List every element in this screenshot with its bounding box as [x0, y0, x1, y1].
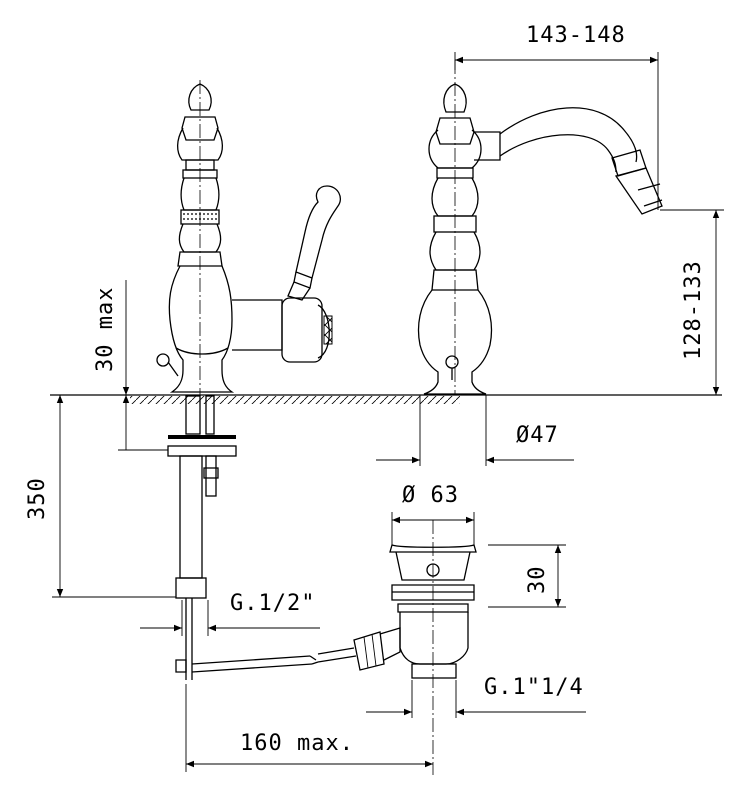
dim-waste-thread-label: G.1"1/4 — [484, 675, 584, 700]
dim-deck-thickness — [118, 280, 168, 451]
mixer-front-view — [156, 80, 333, 395]
dim-inlet-thread-label: G.1/2" — [230, 591, 315, 616]
dim-waste-height — [488, 544, 566, 608]
dim-spout-height — [660, 209, 724, 395]
dim-inlet-thread — [140, 600, 320, 636]
pop-up-rod — [191, 647, 357, 673]
supply-hose-assembly — [167, 395, 237, 680]
pop-up-waste — [353, 520, 477, 775]
countertop — [50, 394, 722, 404]
dim-spout-reach — [454, 52, 659, 210]
dim-rod-length-label: 160 max. — [240, 731, 354, 756]
lever-handle — [287, 185, 342, 301]
dim-base-diameter — [376, 395, 574, 466]
dim-rod-length — [185, 684, 433, 772]
dim-hose-length-label: 350 — [25, 477, 50, 520]
dim-spout-reach-label: 143-148 — [526, 23, 626, 48]
dim-waste-height-label: 30 — [525, 566, 550, 595]
dim-waste-thread — [366, 680, 586, 718]
dim-waste-diameter-label: Ø 63 — [402, 483, 459, 508]
mixer-side-view — [417, 60, 663, 395]
dim-deck-thickness-label: 30 max — [93, 287, 118, 372]
dim-base-diameter-label: Ø47 — [516, 423, 559, 448]
dim-hose-length — [52, 395, 176, 598]
dim-waste-diameter — [391, 512, 475, 545]
dim-spout-height-label: 128-133 — [681, 260, 706, 360]
